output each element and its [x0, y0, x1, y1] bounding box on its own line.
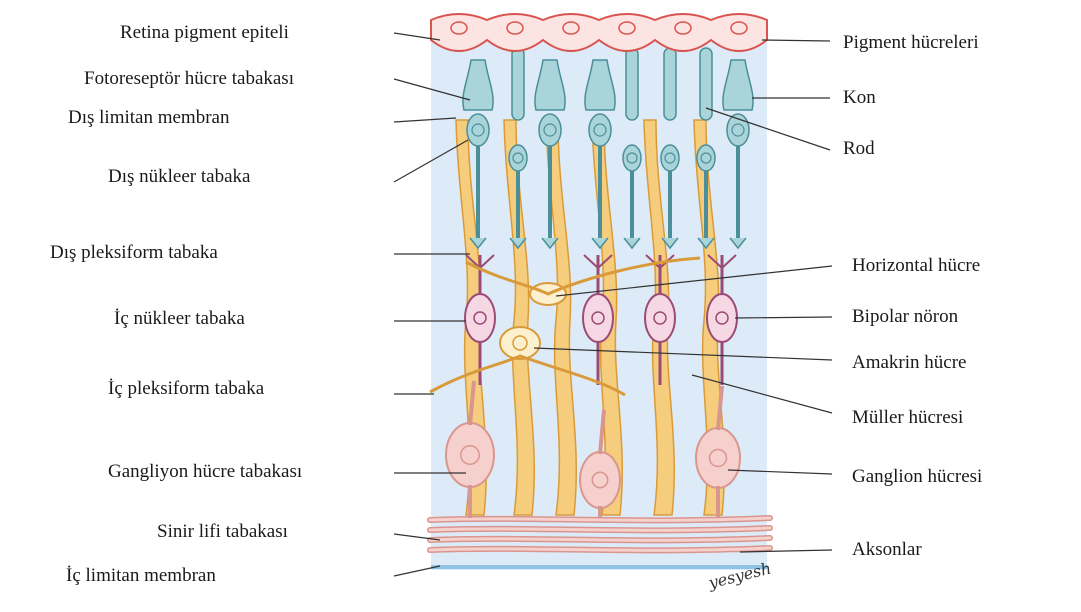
label-leader-line [762, 40, 830, 41]
bipolar-cell-body [583, 294, 613, 342]
cone-cell-body [539, 114, 561, 146]
label-ganglion-cell: Ganglion hücresi [852, 466, 982, 488]
label-leader-line [394, 566, 440, 576]
rod-outer-segment [626, 48, 638, 120]
label-rod: Rod [843, 138, 875, 160]
rod-cell-body [509, 145, 527, 171]
label-inner-limiting-membrane: İç limitan membran [66, 565, 216, 587]
label-muller-cell: Müller hücresi [852, 407, 963, 429]
label-nerve-fiber-layer: Sinir lifi tabakası [157, 521, 288, 543]
ganglion-cell-body [696, 428, 740, 488]
cone-cell-body [589, 114, 611, 146]
bipolar-cell-body [645, 294, 675, 342]
label-outer-plexiform-layer: Dış pleksiform tabaka [50, 242, 218, 264]
bipolar-cell-body [707, 294, 737, 342]
label-cone: Kon [843, 87, 876, 109]
label-photoreceptor-layer: Fotoreseptör hücre tabakası [84, 68, 294, 90]
ganglion-cell-body [580, 452, 620, 508]
label-amacrine-cell: Amakrin hücre [852, 352, 966, 374]
label-outer-nuclear-layer: Dış nükleer tabaka [108, 166, 250, 188]
label-inner-nuclear-layer: İç nükleer tabaka [114, 308, 245, 330]
label-pigment-cells: Pigment hücreleri [843, 32, 979, 54]
label-horizontal-cell: Horizontal hücre [852, 255, 980, 277]
cone-cell-body [467, 114, 489, 146]
rod-outer-segment [664, 48, 676, 120]
bipolar-cell-body [465, 294, 495, 342]
label-retina-pigment-epithelium: Retina pigment epiteli [120, 22, 289, 44]
label-outer-limiting-membrane: Dış limitan membran [68, 107, 229, 129]
label-inner-plexiform-layer: İç pleksiform tabaka [108, 378, 264, 400]
label-ganglion-cell-layer: Gangliyon hücre tabakası [108, 461, 302, 483]
amacrine-cell-body [500, 327, 540, 359]
rod-cell-body [661, 145, 679, 171]
label-bipolar-neuron: Bipolar nöron [852, 306, 958, 328]
rod-outer-segment [512, 48, 524, 120]
label-axons: Aksonlar [852, 539, 922, 561]
rod-cell-body [697, 145, 715, 171]
ganglion-cell-body [446, 423, 494, 487]
rod-cell-body [623, 145, 641, 171]
